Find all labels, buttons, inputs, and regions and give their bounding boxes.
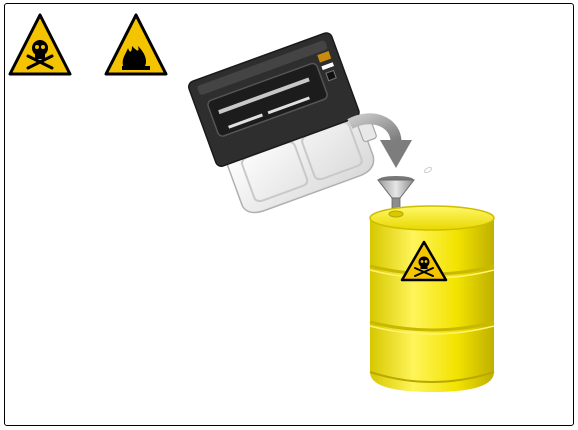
waste-drum: [370, 206, 494, 392]
toxic-hazard-sign: [10, 15, 70, 74]
droplet: [424, 166, 433, 173]
flammable-hazard-sign: [106, 15, 166, 74]
